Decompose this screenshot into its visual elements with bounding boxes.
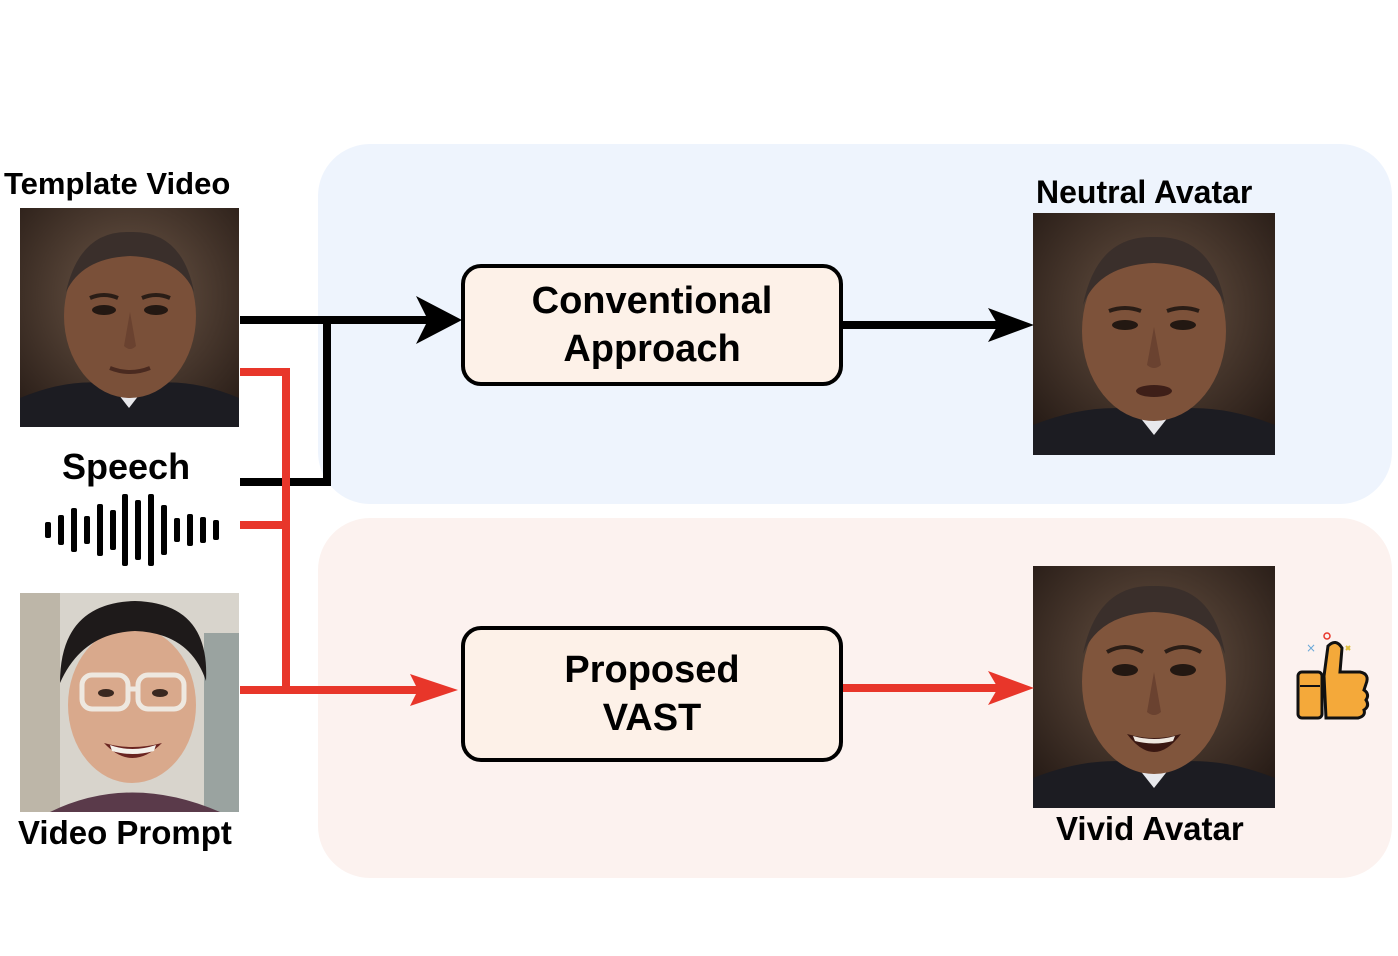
thumbs-up-icon: × xyxy=(1296,632,1370,720)
vivid-avatar-image xyxy=(1033,566,1275,808)
proposed-line2: VAST xyxy=(602,697,702,739)
neutral-avatar-label: Neutral Avatar xyxy=(1036,174,1253,210)
black-connector xyxy=(240,316,1000,486)
vivid-avatar-label: Vivid Avatar xyxy=(1056,810,1244,847)
proposed-line1: Proposed xyxy=(564,649,740,691)
svg-text:×: × xyxy=(1306,641,1316,655)
waveform-icon xyxy=(45,494,219,566)
video-prompt-label: Video Prompt xyxy=(18,814,232,851)
red-connector xyxy=(240,368,1000,694)
arrow-to-neutral-avatar xyxy=(988,308,1034,342)
conventional-line1: Conventional xyxy=(531,280,773,322)
conventional-approach-box: Conventional Approach xyxy=(461,264,843,386)
speech-label: Speech xyxy=(62,446,191,487)
arrow-to-vivid-avatar xyxy=(988,671,1034,705)
arrow-to-proposed xyxy=(410,674,458,706)
template-video-label: Template Video xyxy=(4,166,231,201)
video-prompt-image xyxy=(20,593,239,812)
proposed-vast-box: Proposed VAST xyxy=(461,626,843,762)
conventional-line2: Approach xyxy=(563,328,741,370)
arrow-to-conventional xyxy=(416,296,462,344)
template-video-image xyxy=(20,208,239,427)
neutral-avatar-image xyxy=(1033,213,1275,455)
